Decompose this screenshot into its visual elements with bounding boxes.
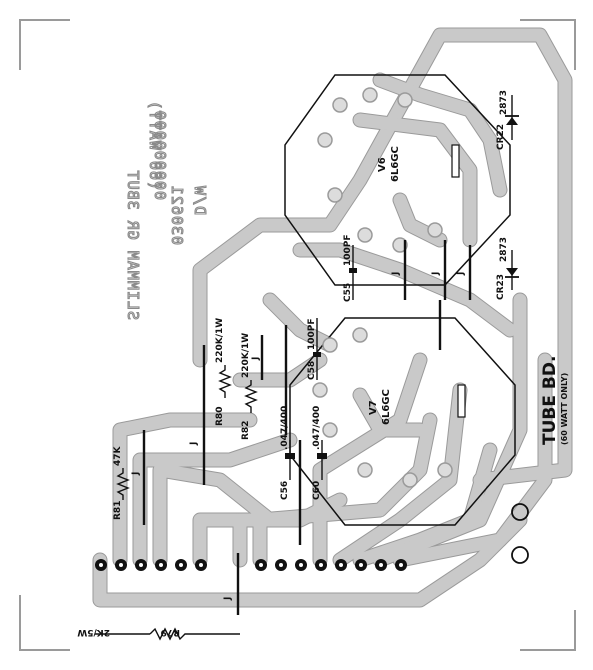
v6-ref: V6 — [377, 157, 388, 172]
resistor-r79: R79 2K/5W — [77, 627, 240, 641]
svg-text:J: J — [391, 272, 401, 276]
r79-value: 2K/5W — [77, 627, 110, 637]
svg-text:J: J — [223, 597, 233, 601]
r80-label: R80 — [215, 407, 225, 426]
tube-socket-v7 — [289, 317, 516, 526]
resistor-r82: R82 220K/1W — [241, 333, 258, 440]
c60-label: C60 — [312, 481, 322, 500]
board-subtitle: (60 WATT ONLY) — [560, 373, 569, 445]
svg-text:J: J — [431, 272, 441, 276]
c55-value: 100PF — [343, 234, 353, 266]
resistor-r80: R80 220K/1W — [215, 318, 232, 426]
mirrored-line-2: 030621 — [168, 185, 186, 245]
c58-label: C58 — [307, 361, 317, 380]
cr22-label: CR22 — [496, 124, 506, 150]
mirrored-line-3: (60 WATT) — [146, 100, 164, 190]
r79-label: R79 — [161, 627, 180, 637]
mounting-holes — [511, 503, 529, 564]
capacitor-c55: C55 100PF — [343, 234, 357, 302]
r80-value: 220K/1W — [215, 318, 225, 363]
cr23-value: 2873 — [499, 237, 509, 262]
diode-cr22: CR22 2873 — [496, 90, 519, 150]
capacitor-c56: C56 .047/400 — [280, 406, 295, 500]
mirrored-silkscreen: D/W 030621 (60 WATT) SLIMMAM GR 3BUT 000… — [123, 99, 209, 320]
r81-label: R81 — [113, 501, 123, 520]
c56-value: .047/400 — [280, 406, 290, 450]
mirrored-line-1: D/W — [191, 185, 209, 215]
board-title: TUBE BD. — [540, 356, 560, 445]
capacitor-c60: C60 .047/400 — [312, 406, 327, 500]
v7-type: 6L6GC — [381, 389, 392, 425]
resistor-r81: R81 47K — [113, 445, 130, 520]
c58-value: 100PF — [307, 318, 317, 350]
board-title-block: TUBE BD. (60 WATT ONLY) — [540, 356, 569, 445]
c55-label: C55 — [343, 283, 353, 302]
mirrored-partno: 000000000 — [151, 110, 169, 200]
r82-value: 220K/1W — [241, 333, 251, 378]
diode-cr23: CR23 2873 — [496, 237, 519, 300]
r82-label: R82 — [241, 421, 251, 440]
svg-text:J: J — [189, 442, 199, 446]
svg-text:J: J — [131, 472, 141, 476]
jumpers — [142, 240, 472, 615]
c56-label: C56 — [280, 481, 290, 500]
terminal-pads — [95, 559, 407, 571]
r81-value: 47K — [113, 445, 123, 466]
cr22-value: 2873 — [499, 90, 509, 115]
tube-labels: V6 6L6GC V7 6L6GC — [368, 146, 401, 425]
c60-value: .047/400 — [312, 406, 322, 450]
v7-ref: V7 — [368, 400, 379, 415]
mirrored-line-4: SLIMMAM GR 3BUT — [124, 170, 142, 320]
board-outline — [19, 19, 576, 651]
v6-type: 6L6GC — [390, 146, 401, 182]
cr23-label: CR23 — [496, 274, 506, 300]
svg-text:J: J — [251, 357, 261, 361]
capacitor-c58: C58 100PF — [307, 318, 321, 380]
jumper-labels: J J J J J J J — [131, 272, 466, 601]
svg-text:J: J — [456, 272, 466, 276]
